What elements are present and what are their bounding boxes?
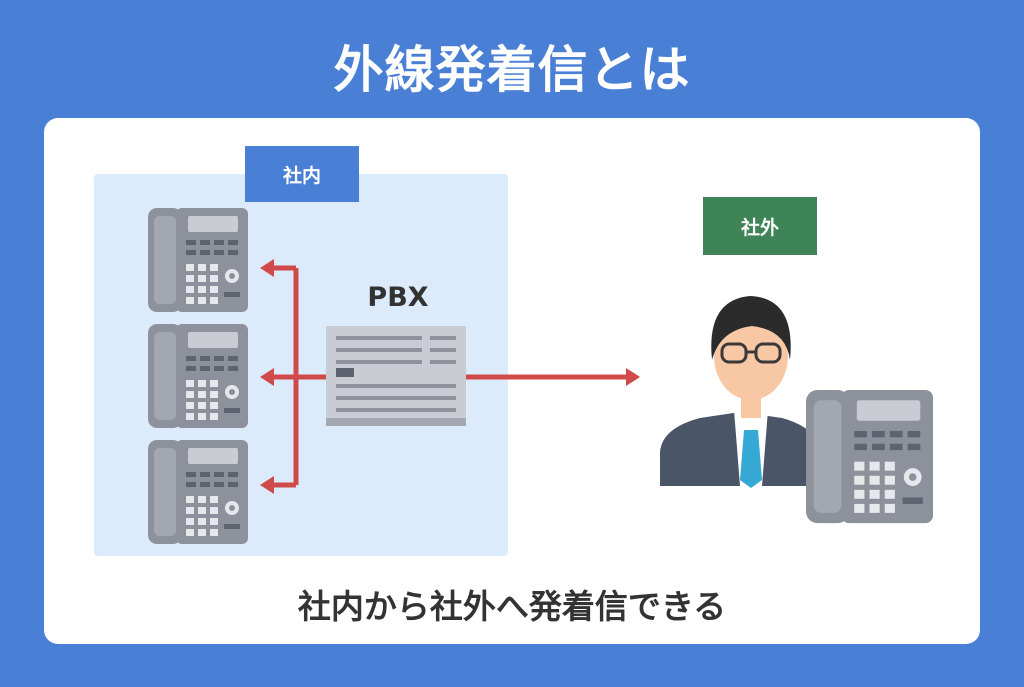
arrowheads [260, 259, 640, 494]
page-title: 外線発着信とは [333, 41, 691, 99]
internal-phone-icon [148, 440, 248, 544]
internal-phone-icon [148, 324, 248, 428]
pbx-label: PBX [367, 282, 429, 313]
external-phone-icon [806, 390, 933, 524]
pbx-device-icon [326, 326, 466, 426]
business-person-icon [660, 296, 820, 488]
internal-phone-icon [148, 208, 248, 312]
internal-label: 社内 [245, 146, 359, 202]
external-label: 社外 [703, 197, 817, 255]
call-arrows [272, 265, 626, 488]
diagram-caption: 社内から社外へ発着信できる [297, 587, 727, 626]
